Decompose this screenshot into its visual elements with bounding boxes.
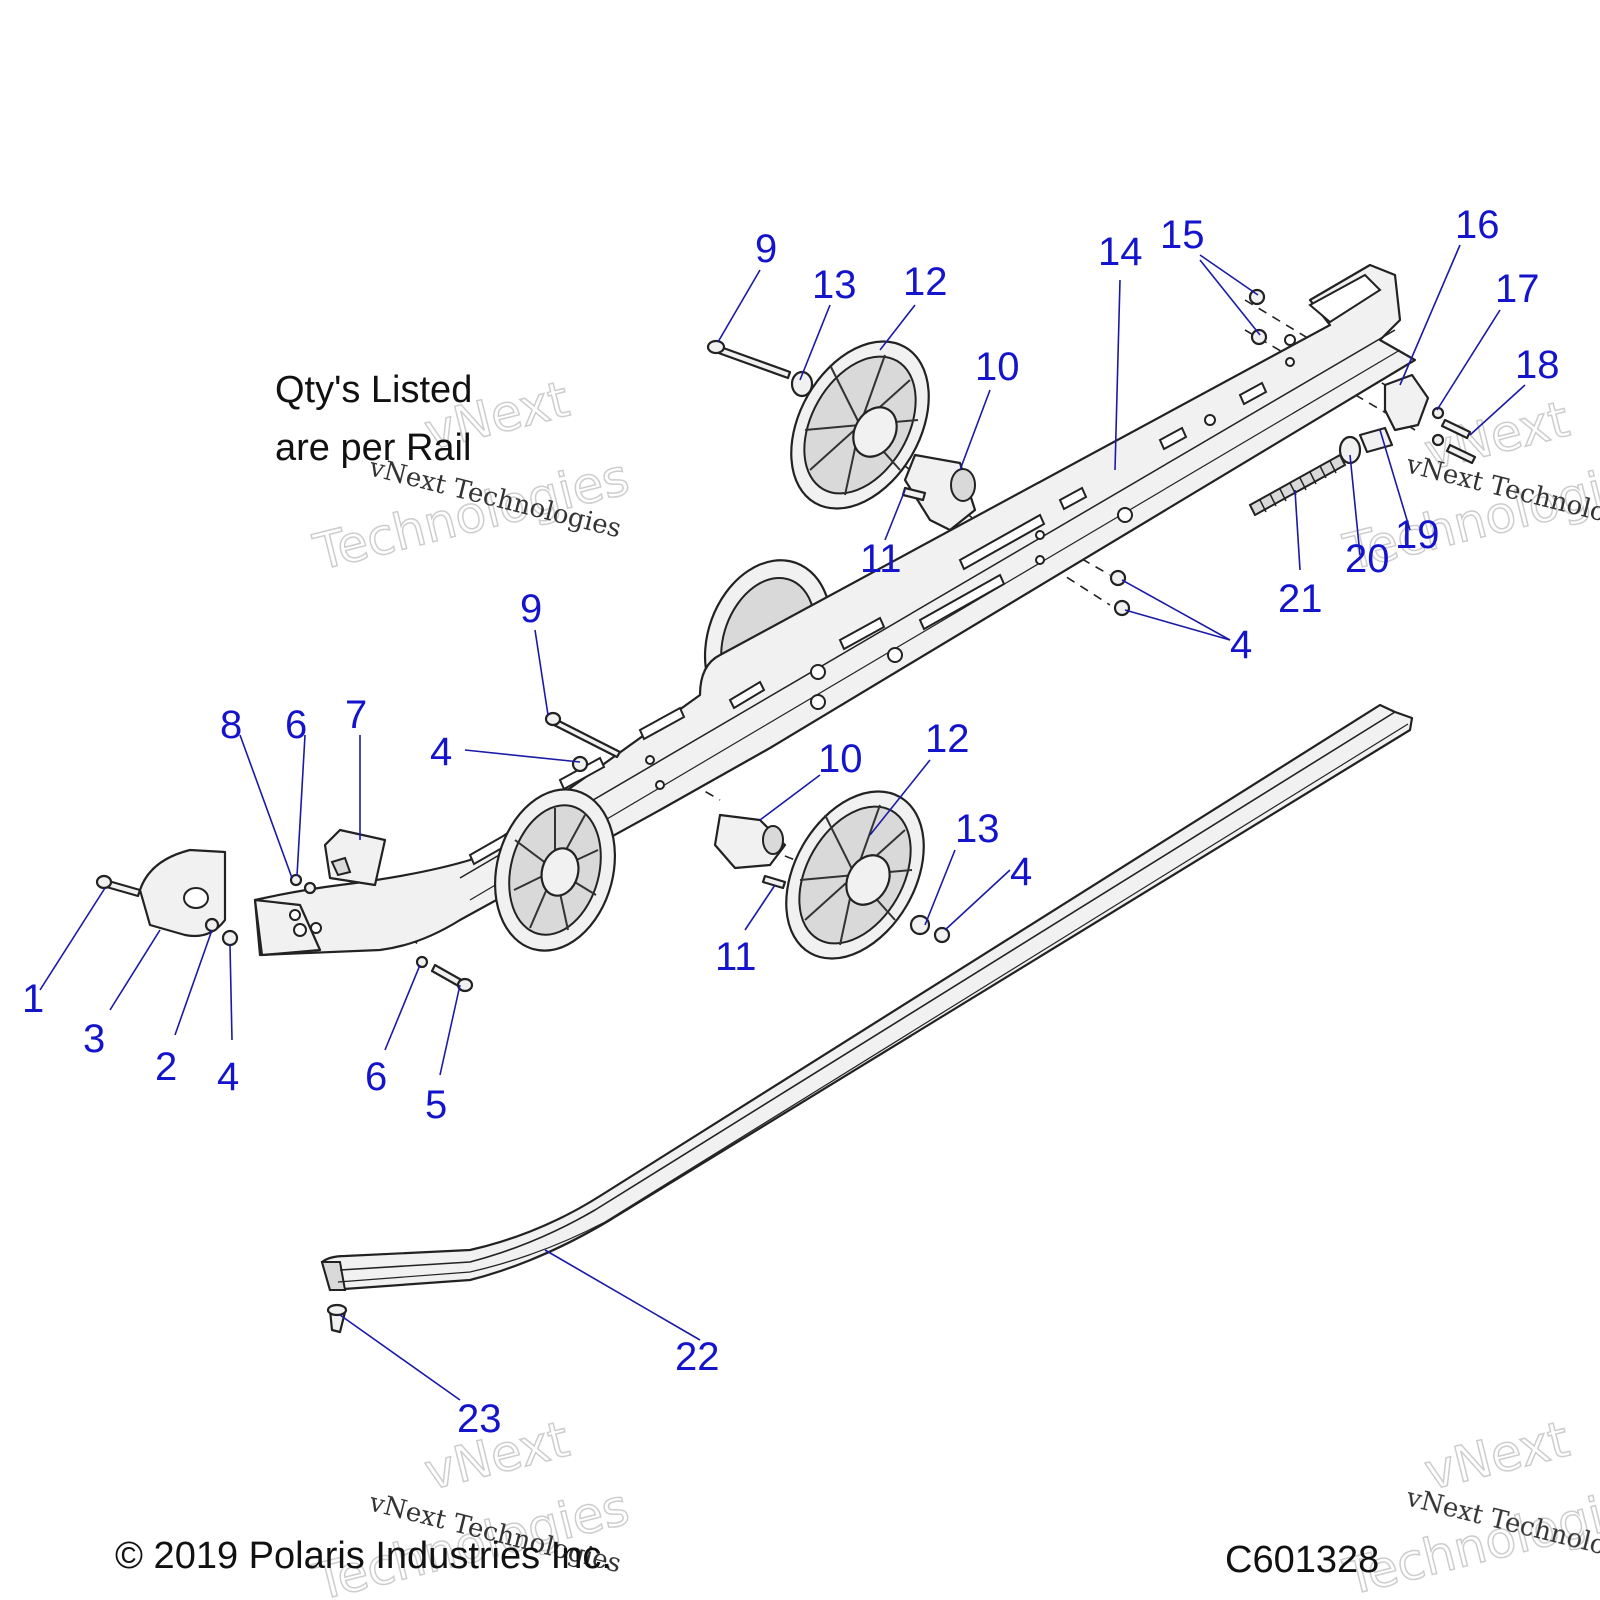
spring-stop-assembly	[1248, 373, 1430, 517]
callout-6: 6	[285, 703, 307, 747]
callout-13: 13	[812, 263, 857, 307]
bolt	[548, 716, 622, 759]
slide-rail	[320, 703, 1414, 1292]
axle-spacer-upper	[903, 453, 977, 532]
callout-14: 14	[1098, 230, 1143, 274]
callout-16: 16	[1455, 203, 1500, 247]
bolt	[1440, 418, 1472, 440]
callout-5: 5	[425, 1083, 447, 1127]
qty-note-line1: Qty's Listed	[275, 369, 472, 411]
callout-11: 11	[715, 935, 757, 979]
callout-4: 4	[430, 730, 452, 774]
bolt	[761, 874, 787, 890]
bumper-block	[323, 828, 387, 887]
idler-wheel-upper	[790, 340, 930, 510]
callout-19: 19	[1395, 513, 1440, 557]
nut	[1248, 288, 1266, 306]
leader-lines	[39, 244, 1526, 1401]
bolt-head	[456, 977, 474, 993]
callout-10: 10	[818, 737, 863, 781]
bolt	[711, 343, 792, 380]
diagram-id: C601328	[1225, 1539, 1379, 1581]
watermark-brand: vNext	[1419, 1410, 1575, 1502]
nut	[221, 929, 239, 947]
callout-2: 2	[155, 1045, 177, 1089]
callout-9: 9	[520, 587, 542, 631]
callout-23: 23	[457, 1397, 502, 1441]
rail-rivets	[645, 334, 1296, 790]
nut	[1113, 599, 1131, 617]
rivet-head	[326, 1303, 348, 1317]
callout-20: 20	[1345, 537, 1390, 581]
callout-18: 18	[1515, 343, 1560, 387]
nut	[571, 755, 589, 773]
bolt-head	[544, 711, 562, 727]
callout-10: 10	[975, 345, 1020, 389]
rail-slots	[468, 381, 1268, 866]
bolt-head	[706, 339, 726, 355]
callout-13: 13	[955, 807, 1000, 851]
callout-8: 8	[220, 703, 242, 747]
callout-12: 12	[925, 717, 970, 761]
fasteners	[95, 288, 1477, 1334]
assembly-line	[1039, 559, 1111, 606]
callout-3: 3	[83, 1017, 105, 1061]
callout-11: 11	[860, 537, 902, 581]
callout-7: 7	[345, 693, 367, 737]
callout-15: 15	[1160, 213, 1205, 257]
front-lower-wheel	[493, 788, 617, 952]
washer	[303, 881, 317, 895]
axle-spacer-lower	[713, 813, 787, 870]
qty-note-line2: are per Rail	[275, 427, 471, 469]
washer	[204, 917, 220, 933]
callout-1: 1	[22, 977, 44, 1021]
washer	[909, 914, 931, 936]
callout-9: 9	[755, 227, 777, 271]
callout-21: 21	[1278, 577, 1323, 621]
bolt-head	[95, 874, 113, 890]
washer	[790, 370, 814, 398]
rail-front-cap	[138, 848, 227, 938]
washer	[415, 955, 429, 969]
callout-22: 22	[675, 1335, 720, 1379]
callout-12: 12	[903, 260, 948, 304]
callout-17: 17	[1495, 267, 1540, 311]
callout-4: 4	[1230, 623, 1252, 667]
callouts: 1 2 3 4 4 4 4 5 6 6 7 8 9 9 10 10 11 11 …	[22, 203, 1560, 1441]
bolt	[1445, 443, 1477, 465]
copyright-text: © 2019 Polaris Industries Inc.	[115, 1535, 612, 1577]
nut	[1109, 569, 1127, 587]
nut	[933, 926, 951, 944]
rail-frame	[253, 263, 1417, 957]
washer	[1431, 433, 1445, 447]
nut	[1250, 328, 1268, 346]
callout-6: 6	[365, 1055, 387, 1099]
callout-4: 4	[217, 1055, 239, 1099]
callout-4: 4	[1010, 850, 1032, 894]
washer	[289, 873, 303, 887]
